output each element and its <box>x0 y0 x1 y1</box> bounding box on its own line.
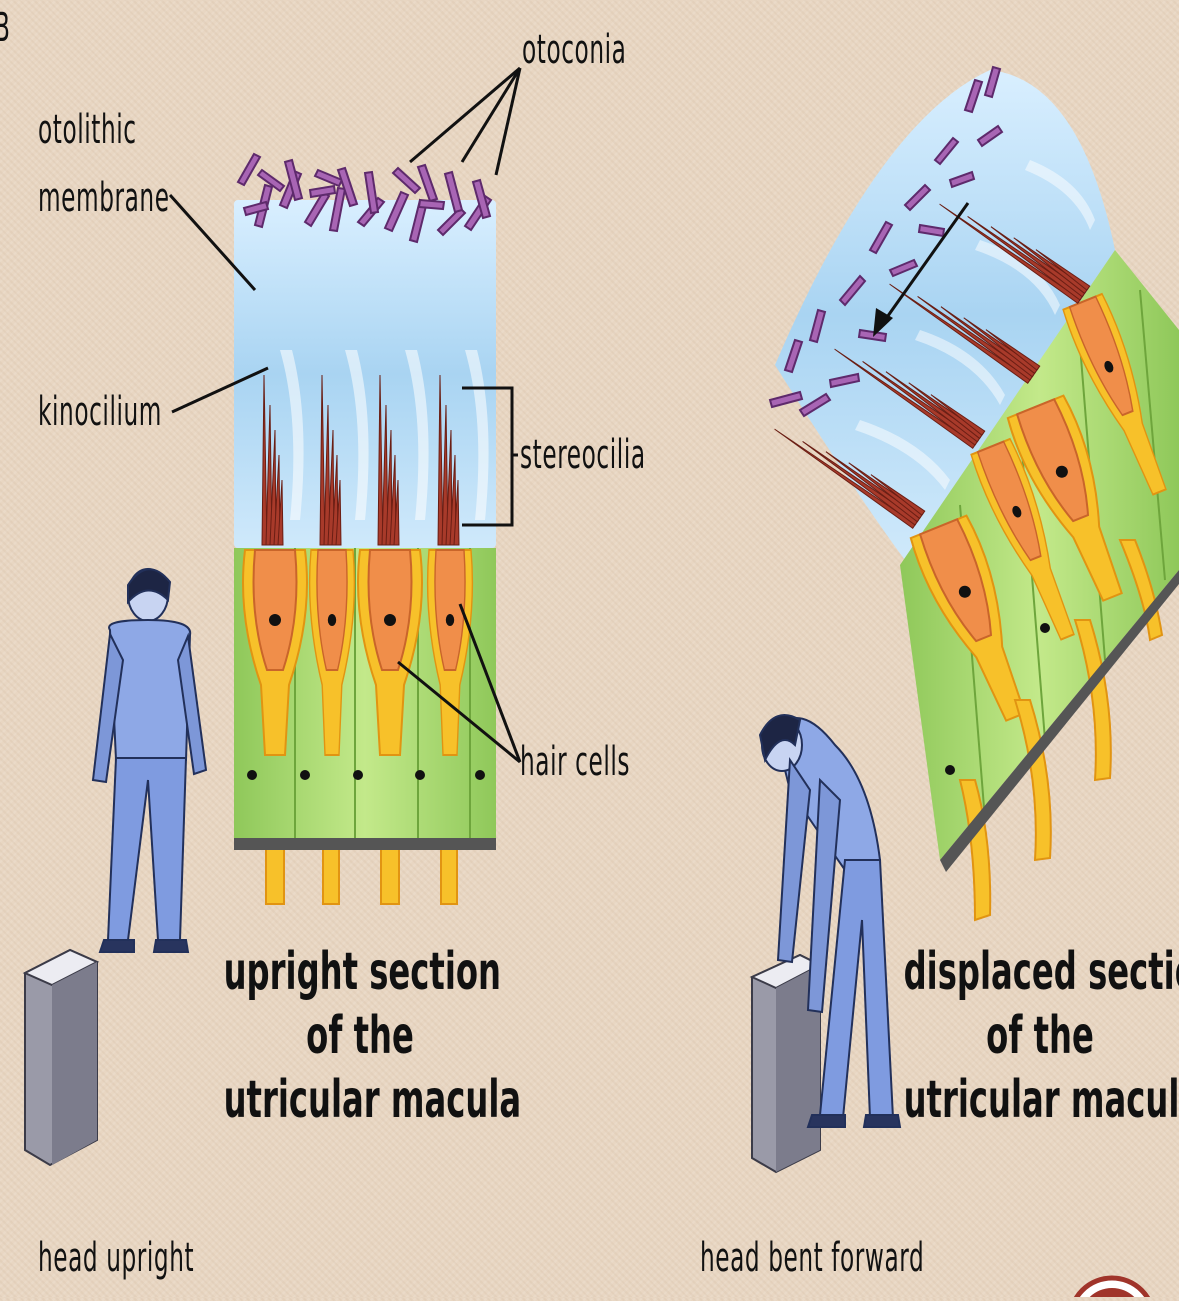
upright-caption: upright section of the utricular macula <box>224 940 497 1132</box>
otolithic-membrane-label-line2: membrane <box>38 178 170 218</box>
head-bent-label: head bent forward <box>700 1238 924 1278</box>
hair-cells-label: hair cells <box>520 742 630 782</box>
otoconia-label: otoconia <box>522 30 626 70</box>
displaced-caption-line3: utricular macula <box>904 1068 1177 1132</box>
person-upright <box>25 569 206 1165</box>
corner-emblem <box>1070 1278 1154 1297</box>
displaced-caption-line2: of the <box>904 1004 1177 1068</box>
displaced-caption-line1: displaced section <box>904 940 1177 1004</box>
person-bent <box>752 715 900 1172</box>
figure-letter: B <box>0 8 11 48</box>
upright-caption-line2: of the <box>224 1004 497 1068</box>
basement-membrane-upright <box>234 838 496 850</box>
head-upright-label: head upright <box>38 1238 194 1278</box>
stereocilia-label: stereocilia <box>520 435 646 475</box>
upright-macula <box>234 154 496 904</box>
displaced-caption: displaced section of the utricular macul… <box>904 940 1177 1132</box>
upright-caption-line1: upright section <box>224 940 497 1004</box>
kinocilium-label: kinocilium <box>38 392 162 432</box>
otolithic-membrane-label-line1: otolithic <box>38 110 137 150</box>
upright-caption-line3: utricular macula <box>224 1068 497 1132</box>
